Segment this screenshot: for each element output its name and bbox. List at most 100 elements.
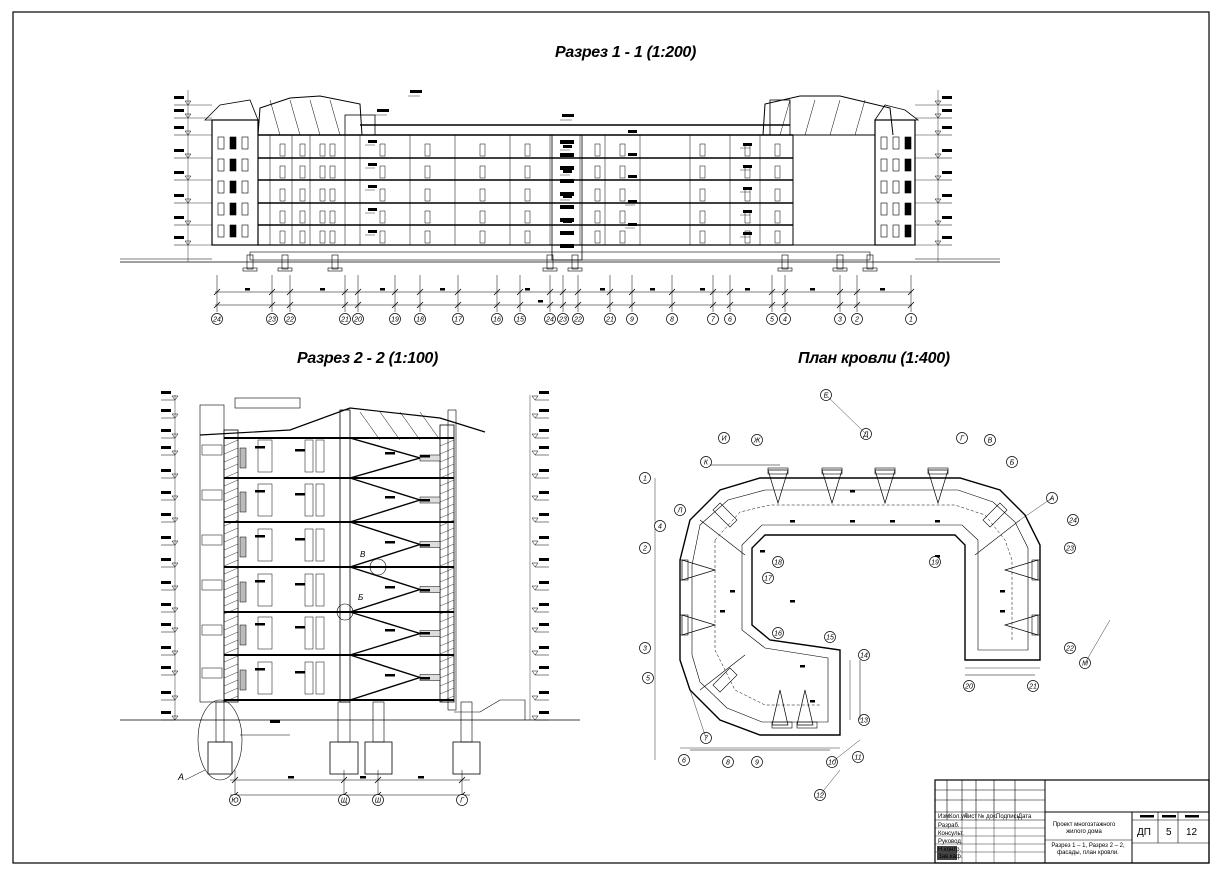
stair-flight-0 xyxy=(560,140,574,144)
roof-dormer-7 xyxy=(1003,614,1039,636)
svg-text:В: В xyxy=(988,438,993,445)
level-mark-right-5 xyxy=(934,126,952,136)
svg-text:21: 21 xyxy=(605,317,614,324)
roof-truss-s2-0 xyxy=(359,411,381,441)
mid-wall-s2 xyxy=(339,409,351,703)
svg-text:19: 19 xyxy=(931,560,939,567)
dormer-box-6 xyxy=(1031,559,1041,581)
roof-truss-s2-2 xyxy=(399,411,421,441)
svg-text:17: 17 xyxy=(764,576,773,583)
level-mark-s2-right-8 xyxy=(531,536,549,546)
axis-bubble-roof-5: 6 xyxy=(678,754,690,766)
dim-text-s2-0 xyxy=(288,776,294,779)
axis-bubble-s2-0: Ю xyxy=(229,794,241,806)
axis-bubble-s1-14: 9 xyxy=(626,313,638,325)
svg-text:2: 2 xyxy=(854,317,859,324)
roof-mark-10 xyxy=(810,700,815,703)
balcony-s2-0 xyxy=(201,444,223,456)
left-window-3-0 xyxy=(217,202,225,216)
svg-text:22: 22 xyxy=(1065,646,1074,653)
level-mark-s2-right-6 xyxy=(531,581,549,591)
door-s1-2-11 xyxy=(744,188,751,202)
door-s2-b-0 xyxy=(304,661,314,695)
right-window-1-0 xyxy=(880,158,888,172)
axis-bubble-roof-21: 22 xyxy=(1064,642,1076,654)
svg-text:6: 6 xyxy=(682,758,686,765)
level-mark-left-7 xyxy=(174,96,192,106)
axis-bubble-s1-15: 8 xyxy=(666,313,678,325)
axis-bubble-roof-1: 2 xyxy=(639,542,651,554)
svg-text:23: 23 xyxy=(1065,546,1074,553)
roof-axis-leader-1 xyxy=(1084,619,1111,664)
door-s2-c-1 xyxy=(315,616,325,650)
svg-text:24: 24 xyxy=(1068,518,1077,525)
door-s2-b-5 xyxy=(304,439,314,473)
title-block-frame xyxy=(934,779,1210,864)
axis-bubble-roof-12: 13 xyxy=(858,714,870,726)
level-mark-s2-right-5 xyxy=(531,603,549,613)
door-s1-3-9 xyxy=(619,165,626,179)
node-label-B: В xyxy=(360,550,366,559)
axis-bubble-roof-4: 5 xyxy=(642,672,654,684)
pile-cap-3 xyxy=(542,267,558,272)
axis-bubble-roof-27: Г xyxy=(956,432,968,444)
pile-4 xyxy=(571,254,579,270)
door-s1-4-5 xyxy=(424,143,431,157)
balcony-s2-5 xyxy=(201,667,223,679)
inner-mark-s2-5-3 xyxy=(420,455,430,458)
callout-label-A: А xyxy=(177,772,184,782)
tb-project-name: Проект многоэтажного жилого дома xyxy=(1052,822,1116,835)
door-s1-4-6 xyxy=(479,143,486,157)
door-s2-a-1 xyxy=(257,616,273,650)
door-s1-1-4 xyxy=(379,210,386,224)
axis-bubble-roof-30: Ж xyxy=(751,434,763,446)
level-mark-left-2 xyxy=(174,194,192,204)
level-mark-s2-left-12 xyxy=(161,446,179,456)
axis-bubble-s1-19: 4 xyxy=(779,313,791,325)
tb-role-rukovod: Руковод. xyxy=(938,839,963,845)
left-window-2-0 xyxy=(217,180,225,194)
door-s1-4-12 xyxy=(774,143,781,157)
inner-mark-s2-1-2 xyxy=(385,629,395,632)
left-window-4-0 xyxy=(217,224,225,238)
right-window-3-0 xyxy=(880,202,888,216)
axis-bubble-roof-8: 9 xyxy=(751,756,763,768)
door-s2-a-0 xyxy=(257,661,273,695)
level-mark-s2-left-14 xyxy=(161,409,179,419)
svg-text:Ш: Ш xyxy=(375,798,382,805)
svg-text:Б: Б xyxy=(1010,460,1015,467)
svg-text:24: 24 xyxy=(212,317,221,324)
dimension-text-s1-0 xyxy=(245,288,250,291)
level-mark-s2-right-14 xyxy=(531,409,549,419)
axis-bubble-roof-10: 11 xyxy=(852,751,864,763)
right-wall-s2 xyxy=(439,424,455,703)
door-s2-a-2 xyxy=(257,573,273,607)
svg-text:21: 21 xyxy=(340,317,349,324)
window-s2-4 xyxy=(239,491,247,513)
left-window-4-1 xyxy=(229,224,237,238)
door-s1-4-4 xyxy=(379,143,386,157)
left-rafter-0 xyxy=(269,99,281,136)
pile-cap-7 xyxy=(862,267,878,272)
dormer-box-8 xyxy=(771,721,793,729)
level-mark-s2-right-4 xyxy=(531,623,549,633)
axis-bubble-s1-18: 5 xyxy=(766,313,778,325)
axis-bubble-roof-7: 8 xyxy=(722,756,734,768)
level-mark-right-6 xyxy=(934,109,952,119)
level-mark-right-4 xyxy=(934,149,952,159)
level-mark-s2-left-8 xyxy=(161,536,179,546)
level-mark-s2-left-2 xyxy=(161,666,179,676)
axis-bubble-s1-17: 6 xyxy=(724,313,736,325)
node-circle-Be xyxy=(336,603,354,621)
tb-header-koluch: Кол.уч xyxy=(949,814,967,820)
level-mark-s2-left-13 xyxy=(161,429,179,439)
right-window-2-2 xyxy=(904,180,912,194)
roof-exit-right xyxy=(769,99,791,136)
svg-text:18: 18 xyxy=(416,317,424,324)
dimension-text-s1-5 xyxy=(600,288,605,291)
roof-mark-2 xyxy=(890,520,895,523)
door-s1-4-2 xyxy=(319,143,326,157)
level-mark-s2-left-10 xyxy=(161,491,179,501)
door-s1-4-3 xyxy=(329,143,336,157)
dormer-box-5 xyxy=(679,614,689,636)
